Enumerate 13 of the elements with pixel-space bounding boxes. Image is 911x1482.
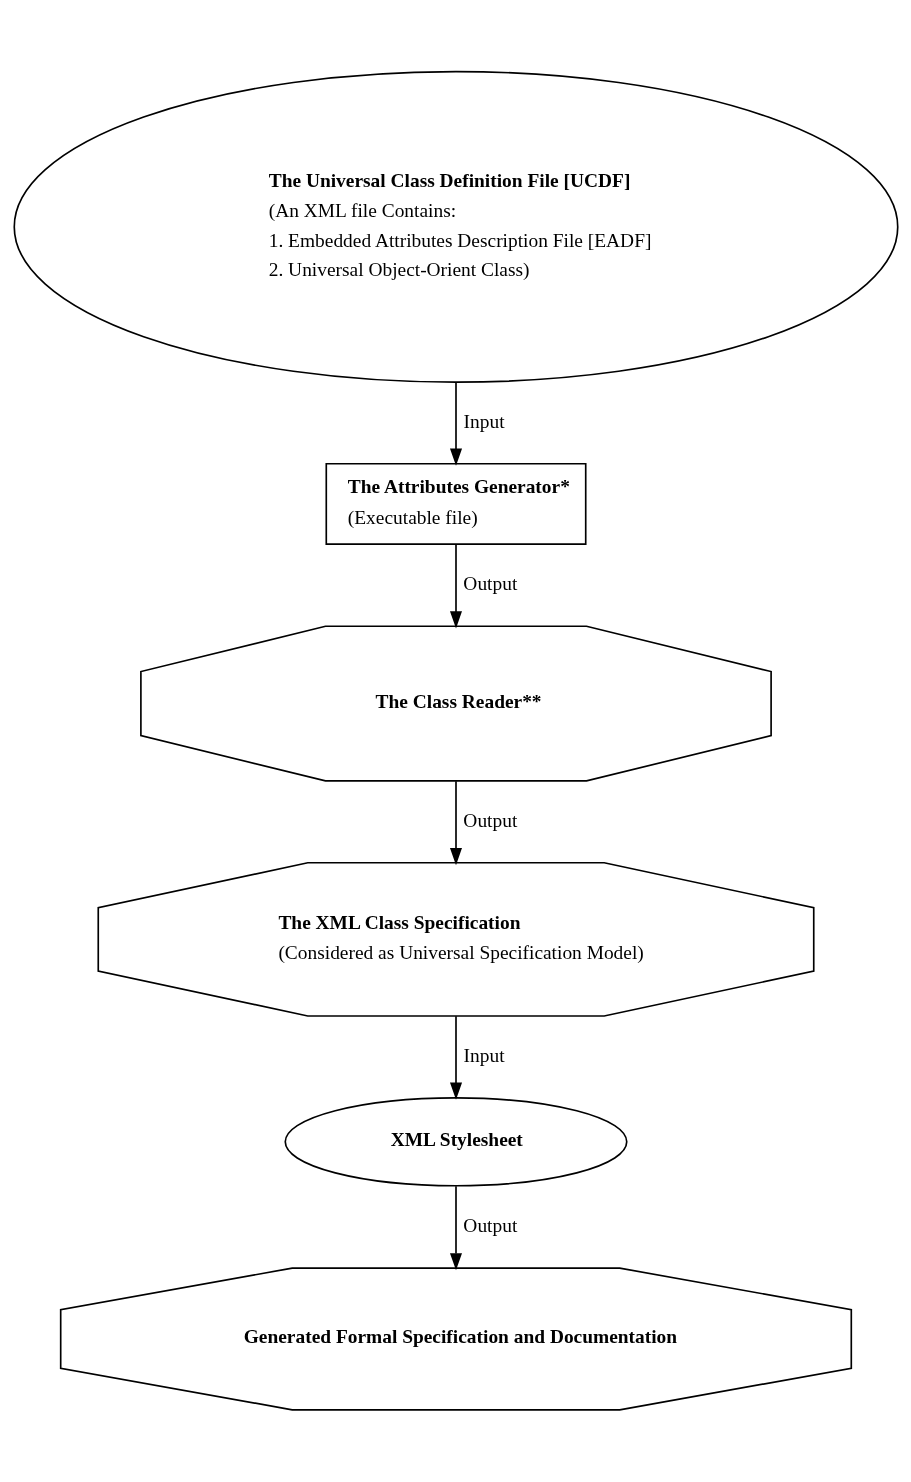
node-box: The Attributes Generator* (Executable file) — [324, 462, 587, 546]
arrow — [449, 1015, 462, 1100]
arrow — [449, 381, 462, 466]
edge-label: Input — [463, 1044, 505, 1066]
arrow — [449, 543, 462, 629]
edge-label: Output — [462, 573, 517, 595]
edge-label: Input — [463, 410, 505, 432]
node-ellipse: XML Stylesheet — [283, 1097, 628, 1187]
arrow — [449, 1185, 462, 1271]
node-ellipse: The Universal Class Definition File [UCDF] (An XML file Contains: 1. Embedded Attributes Description File [EADF] 2. Universal Object-Orient Class) — [12, 70, 899, 383]
edge-label: Output — [462, 810, 517, 832]
arrow — [449, 780, 462, 866]
edge-label: Output — [462, 1215, 517, 1237]
